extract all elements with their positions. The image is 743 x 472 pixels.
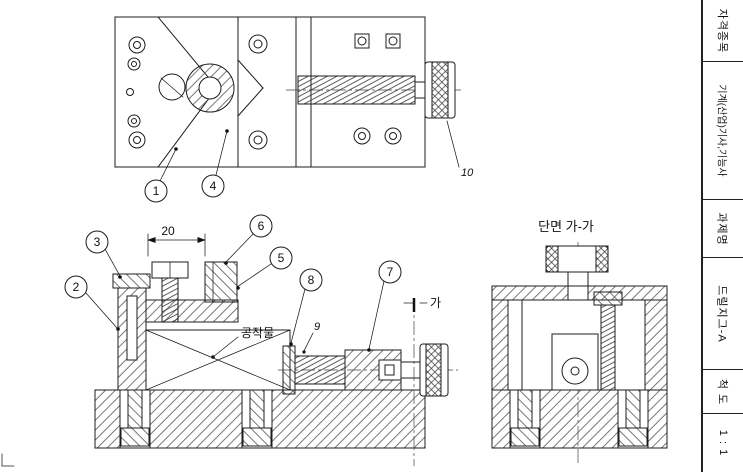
task-value-text: 드릴지그-A	[716, 284, 729, 343]
category-label-text: 자격종목	[716, 8, 729, 53]
balloon-8: 8	[289, 268, 323, 346]
balloon-8-label: 8	[308, 273, 315, 287]
item-10-label: 10	[461, 167, 474, 179]
title-cell-category-label: 자격종목	[703, 0, 743, 62]
item-number-10: 10	[446, 120, 474, 179]
item-9-label: 9	[314, 321, 320, 333]
balloon-7: 7	[367, 260, 402, 352]
workpiece-callout: 공작물	[211, 326, 274, 359]
balloon-3: 3	[85, 230, 122, 279]
balloon-6: 6	[224, 214, 273, 265]
item-number-9: 9	[302, 321, 320, 354]
section-view-title: 단면 가-가	[538, 219, 594, 234]
balloon-4: 4	[201, 129, 229, 198]
front-section-view: 공작물 9 가 20	[64, 214, 458, 466]
title-cell-scale-label: 척 도	[703, 370, 743, 414]
balloon-7-label: 7	[387, 265, 394, 279]
top-view: 1 4 10	[114, 16, 474, 203]
title-cell-task-value: 드릴지그-A	[703, 258, 743, 370]
balloon-5: 5	[236, 246, 293, 290]
balloon-2: 2	[64, 275, 120, 331]
title-cell-category-value: 기계(산업)기사,기능사	[703, 62, 743, 200]
title-block: 자격종목 기계(산업)기사,기능사 과제명 드릴지그-A 척 도 1 : 1	[701, 0, 743, 472]
balloon-3-label: 3	[94, 235, 101, 249]
section-marker-label: 가	[430, 296, 441, 310]
section-line-ga: 가	[403, 296, 441, 466]
workpiece-label: 공작물	[241, 326, 274, 340]
balloon-4-label: 4	[210, 179, 217, 193]
balloon-6-label: 6	[258, 219, 265, 233]
dimension-20: 20	[147, 224, 206, 257]
clamp-screw	[161, 277, 179, 323]
balloon-1: 1	[144, 147, 178, 203]
balloon-2-label: 2	[73, 280, 80, 294]
task-label-text: 과제명	[716, 211, 728, 246]
category-value-text: 기계(산업)기사,기능사	[715, 84, 727, 177]
scale-label-text: 척 도	[715, 378, 728, 405]
feed-screw-thread	[297, 75, 416, 105]
balloon-1-label: 1	[153, 184, 160, 198]
side-section-view: 단면 가-가	[491, 219, 668, 464]
balloon-5-label: 5	[278, 251, 285, 265]
frame-corner-mark	[1, 453, 15, 467]
title-cell-scale-value: 1 : 1	[703, 414, 743, 472]
title-cell-task-label: 과제명	[703, 200, 743, 258]
scale-value-text: 1 : 1	[717, 429, 729, 457]
dimension-20-label: 20	[161, 224, 175, 238]
